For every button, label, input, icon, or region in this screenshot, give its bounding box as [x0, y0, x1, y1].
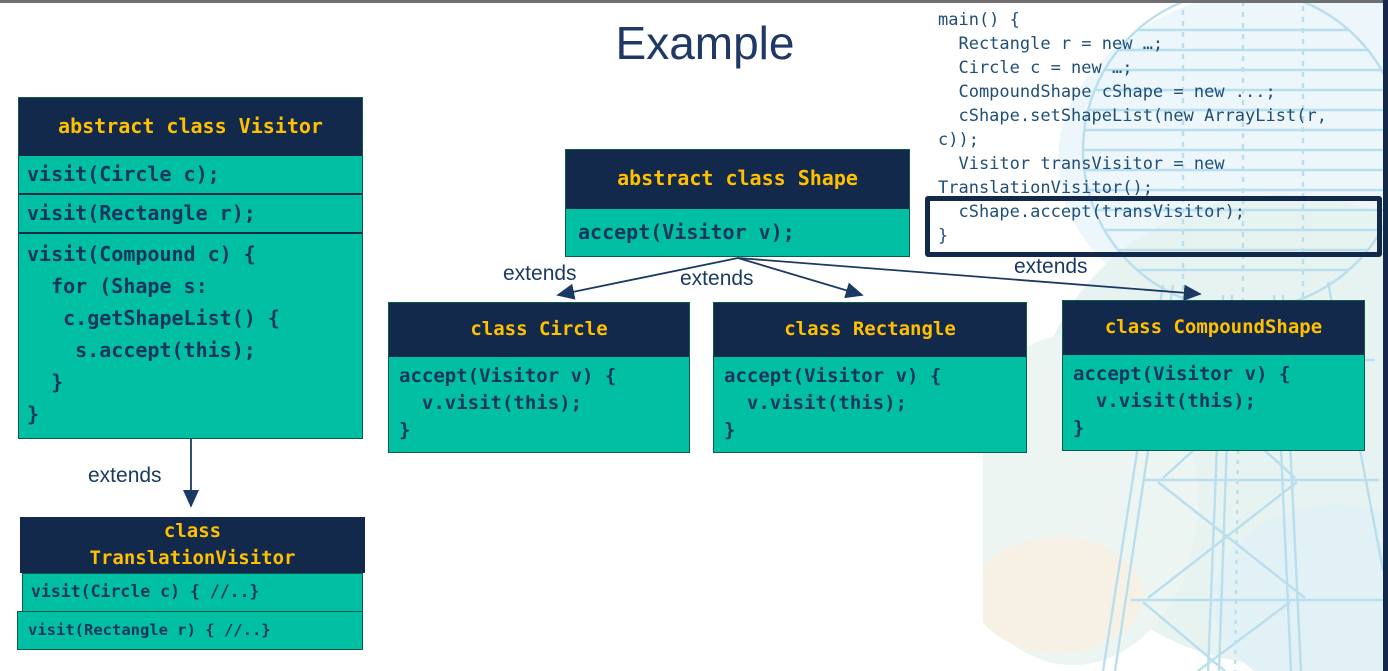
circle-class-box: class Circle accept(Visitor v) { v.visit…	[388, 302, 690, 453]
extends-label-rectangle: extends	[680, 267, 754, 290]
rectangle-class-box: class Rectangle accept(Visitor v) { v.vi…	[713, 302, 1027, 453]
top-border	[0, 0, 1388, 3]
visitor-method-visit-compound: visit(Compound c) { for (Shape s: c.getS…	[19, 232, 362, 438]
main-code-block: main() { Rectangle r = new …; Circle c =…	[938, 10, 1327, 246]
right-border	[1383, 0, 1388, 671]
compound-shape-class-box: class CompoundShape accept(Visitor v) { …	[1062, 300, 1365, 451]
translation-visitor-method-circle: visit(Circle c) { //..}	[22, 573, 363, 612]
shape-method-accept: accept(Visitor v);	[566, 207, 909, 256]
circle-class-header: class Circle	[389, 303, 689, 355]
rectangle-method-accept: accept(Visitor v) { v.visit(this); }	[714, 355, 1026, 452]
extends-label-translation-visitor: extends	[88, 464, 162, 487]
visitor-method-visit-circle: visit(Circle c);	[19, 154, 362, 193]
translation-visitor-header: class TranslationVisitor	[20, 517, 365, 573]
page-title: Example	[615, 17, 795, 69]
shape-class-header: abstract class Shape	[566, 150, 909, 207]
visitor-class-header: abstract class Visitor	[19, 98, 362, 154]
compound-shape-class-header: class CompoundShape	[1063, 301, 1364, 353]
translation-visitor-method-rectangle: visit(Rectangle r) { //..}	[17, 611, 363, 650]
compound-shape-method-accept: accept(Visitor v) { v.visit(this); }	[1063, 353, 1364, 450]
circle-method-accept: accept(Visitor v) { v.visit(this); }	[389, 355, 689, 452]
shape-class-box: abstract class Shape accept(Visitor v);	[565, 149, 910, 257]
rectangle-class-header: class Rectangle	[714, 303, 1026, 355]
extends-label-circle: extends	[503, 262, 577, 285]
visitor-class-box: abstract class Visitor visit(Circle c); …	[18, 97, 363, 439]
visitor-method-visit-rectangle: visit(Rectangle r);	[19, 193, 362, 232]
extends-label-compound-shape: extends	[1014, 255, 1088, 278]
code-highlight-box	[925, 196, 1382, 257]
